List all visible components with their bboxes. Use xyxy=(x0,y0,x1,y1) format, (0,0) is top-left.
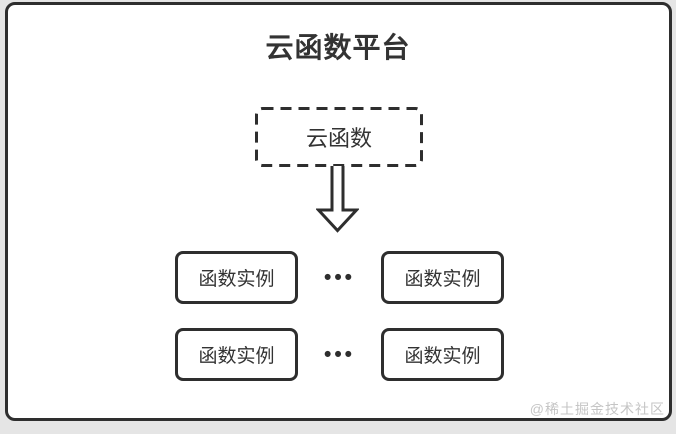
function-instance-node: 函数实例 xyxy=(381,251,504,304)
function-instance-node: 函数实例 xyxy=(381,328,504,381)
watermark: @稀土掘金技术社区 xyxy=(529,401,665,417)
diagram-title: 云函数平台 xyxy=(265,32,411,63)
down-arrow-icon xyxy=(316,166,359,233)
ellipsis-row1: ••• xyxy=(323,265,356,289)
function-instance-node: 函数实例 xyxy=(175,251,298,304)
cloud-function-node: 云函数 xyxy=(255,107,423,167)
cloud-function-label: 云函数 xyxy=(305,126,372,151)
dashed-border xyxy=(255,107,423,167)
ellipsis-row2: ••• xyxy=(323,342,356,366)
function-instance-node: 函数实例 xyxy=(175,328,298,381)
